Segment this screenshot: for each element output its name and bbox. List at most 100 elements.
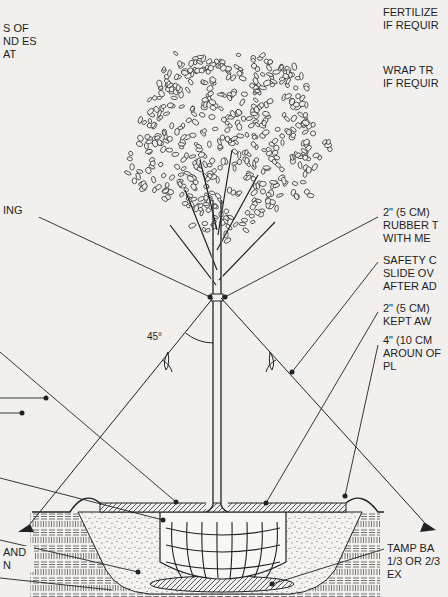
- leaf: [253, 106, 260, 114]
- leaf: [161, 67, 167, 74]
- leaf: [217, 93, 224, 97]
- leaf: [128, 150, 134, 156]
- leaf: [249, 214, 254, 218]
- leaf: [162, 129, 167, 135]
- leaf: [249, 203, 256, 210]
- leaf: [311, 163, 319, 172]
- leaf: [302, 119, 311, 126]
- leaf: [282, 73, 289, 80]
- leaf: [288, 98, 295, 106]
- leaf: [132, 178, 137, 184]
- leaf: [178, 142, 185, 146]
- leaf: [225, 73, 231, 81]
- leaf: [203, 203, 210, 206]
- leaf: [220, 135, 226, 141]
- leaf: [281, 177, 287, 185]
- leaf: [174, 163, 181, 170]
- leaf: [225, 136, 230, 142]
- leaf: [166, 148, 173, 152]
- leaf: [209, 104, 217, 111]
- leaf: [158, 89, 166, 97]
- leaf: [207, 90, 214, 97]
- leaf: [259, 85, 267, 90]
- leaf: [185, 87, 191, 94]
- leaf: [259, 181, 266, 187]
- leaf: [201, 128, 207, 134]
- leaf: [145, 149, 153, 155]
- leaf: [250, 141, 257, 148]
- leaf: [137, 116, 143, 124]
- leaf: [227, 187, 232, 194]
- leaf: [188, 79, 194, 86]
- leaf: [261, 168, 266, 174]
- leaf: [300, 72, 304, 79]
- leaf: [262, 129, 270, 136]
- callout-label: ING: [2, 204, 44, 217]
- leaf: [223, 237, 231, 244]
- leaf: [291, 62, 297, 70]
- leaf: [290, 114, 298, 122]
- leaf: [177, 181, 183, 187]
- callout-label: TAMP BA 1/3 OR 2/3 EX: [386, 542, 444, 581]
- leaf: [181, 70, 189, 76]
- leaf: [286, 129, 292, 135]
- leaf: [184, 188, 188, 192]
- basket-wire: [166, 545, 280, 552]
- leaf: [204, 195, 208, 200]
- leaf: [219, 64, 227, 72]
- leaf: [191, 118, 200, 126]
- leaf: [298, 161, 303, 168]
- leaf: [186, 175, 195, 183]
- leaf: [250, 189, 258, 197]
- leaf: [201, 79, 205, 84]
- leaf: [266, 98, 273, 105]
- leaf: [253, 97, 259, 103]
- leaf: [279, 133, 285, 139]
- leaf: [217, 145, 224, 151]
- leaf: [236, 190, 243, 196]
- leaf: [145, 134, 151, 140]
- leaf: [252, 134, 258, 140]
- leaf: [199, 112, 206, 118]
- safety-ribbon: [266, 352, 276, 372]
- leaf: [262, 111, 270, 117]
- leaf: [212, 127, 218, 131]
- leaf: [267, 59, 273, 65]
- leaf: [266, 192, 272, 198]
- leaf: [157, 110, 162, 117]
- leaf: [241, 92, 248, 97]
- leaf: [205, 228, 211, 233]
- leaf: [180, 166, 187, 172]
- leaf: [136, 134, 144, 142]
- leaf: [239, 222, 247, 226]
- leaf: [169, 122, 174, 129]
- leaf: [275, 127, 280, 132]
- leaf: [236, 123, 242, 131]
- leaf: [293, 193, 300, 201]
- leaf: [241, 218, 247, 222]
- leaf: [294, 193, 300, 199]
- leaf: [245, 174, 252, 181]
- leaf: [279, 64, 284, 70]
- leaf: [239, 98, 246, 106]
- leaf: [190, 183, 198, 191]
- leaf: [317, 155, 322, 161]
- leaf: [218, 165, 223, 170]
- basket-wire: [217, 522, 218, 578]
- leaf: [237, 159, 242, 165]
- leaf: [293, 86, 298, 91]
- leader-line: [0, 211, 384, 590]
- basket-wire: [230, 522, 232, 578]
- wire-basket: [166, 522, 280, 578]
- leaf: [227, 93, 232, 96]
- leaf: [306, 167, 311, 174]
- leaf: [250, 58, 256, 63]
- leaf: [275, 205, 279, 212]
- leaf: [188, 222, 197, 229]
- leaf: [161, 196, 168, 203]
- leaf: [303, 112, 309, 118]
- leaf: [200, 66, 206, 72]
- leaf: [213, 203, 220, 210]
- basket-wire: [202, 522, 206, 578]
- leaf: [292, 181, 299, 186]
